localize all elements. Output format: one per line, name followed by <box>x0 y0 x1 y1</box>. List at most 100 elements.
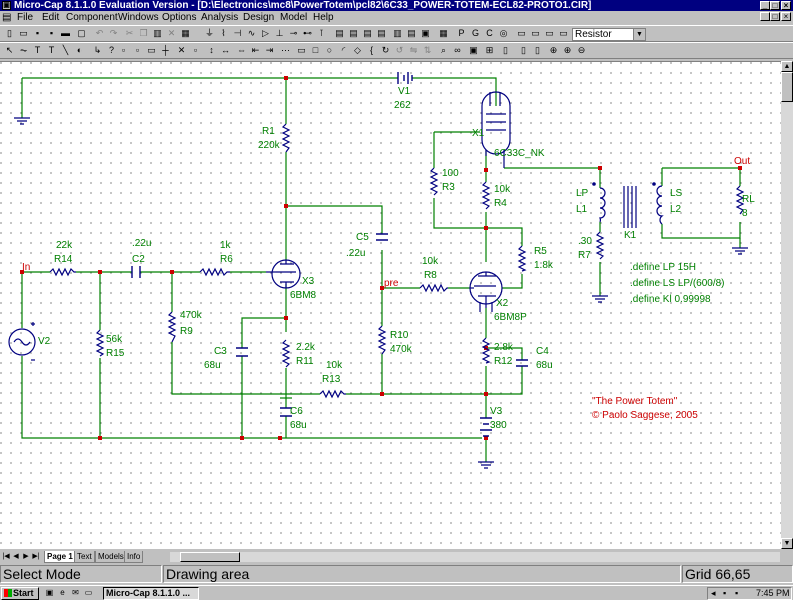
calculator-icon[interactable]: ▦ <box>439 28 448 38</box>
vertical-scrollbar[interactable]: ▲ ▼ <box>781 61 793 549</box>
dock-top-icon[interactable]: ▭ <box>559 28 568 38</box>
node-numbers-icon[interactable]: ▫ <box>193 45 198 55</box>
probe-g-icon[interactable]: G <box>471 28 479 38</box>
view-models-icon[interactable]: ▤ <box>363 28 372 38</box>
dock-right-icon[interactable]: ▭ <box>531 28 540 38</box>
paste-icon[interactable]: ▥ <box>153 28 162 38</box>
horizontal-scrollbar[interactable] <box>170 552 780 562</box>
schematic-canvas[interactable]: V1 262 R1 220k X1 6C33C_NK 100 R3 10k R4… <box>0 61 781 549</box>
mirror-h-icon[interactable]: ⇋ <box>409 45 418 55</box>
copy-icon[interactable]: ❐ <box>139 28 148 38</box>
prev-page-icon[interactable]: ◀ <box>13 553 19 560</box>
step-icon[interactable]: ⊞ <box>485 45 494 55</box>
print-icon[interactable]: ▬ <box>61 28 70 38</box>
arc-icon[interactable]: ◜ <box>341 45 346 55</box>
tab-models[interactable]: Models <box>95 551 127 563</box>
cross-icon[interactable]: ✕ <box>177 45 186 55</box>
vertical-scroll-thumb[interactable] <box>781 72 793 102</box>
view-info-icon[interactable]: ▤ <box>377 28 386 38</box>
cut-icon[interactable]: ✂ <box>125 28 134 38</box>
tab-page-1[interactable]: Page 1 <box>44 551 76 563</box>
probe-p-icon[interactable]: P <box>458 28 465 38</box>
view-text-icon[interactable]: ▤ <box>349 28 358 38</box>
mdi-restore-button[interactable]: □ <box>770 12 780 21</box>
taskbar-button-microcap[interactable]: Micro-Cap 8.1.1.0 ... <box>103 587 199 600</box>
scroll-up-icon[interactable]: ▲ <box>781 61 793 72</box>
save-icon[interactable]: ▪ <box>35 28 40 38</box>
delete-icon[interactable]: ✕ <box>167 28 176 38</box>
remove-page-icon[interactable]: ▯ <box>535 45 540 55</box>
chevron-down-icon[interactable]: ▼ <box>633 29 645 40</box>
find-component-icon[interactable]: ⌕ <box>440 45 447 55</box>
grid-icon[interactable]: ⋯ <box>281 45 290 55</box>
close-button[interactable]: × <box>781 1 791 10</box>
folder-icon[interactable]: ▭ <box>84 588 93 597</box>
binoculars-icon[interactable]: ∞ <box>454 45 461 55</box>
menu-analysis[interactable]: Analysis <box>201 12 239 23</box>
menu-file[interactable]: File <box>17 12 34 23</box>
text-box-icon[interactable]: ▭ <box>147 45 156 55</box>
zoom-fit-icon[interactable]: ⊕ <box>549 45 558 55</box>
mail-icon[interactable]: ✉ <box>72 588 79 597</box>
file-doc-icon[interactable]: ▤ <box>2 12 12 23</box>
component-combo[interactable]: Resistor ▼ <box>572 28 646 41</box>
nmos-icon[interactable]: ⊺ <box>319 28 324 38</box>
ground-icon[interactable]: ⏚ <box>204 28 214 38</box>
grid-text-icon[interactable]: ┼ <box>162 45 169 55</box>
shape-tool-icon[interactable]: ◐ <box>76 45 83 55</box>
help-tool-icon[interactable]: ? <box>108 45 114 55</box>
tile-horizontal-icon[interactable]: ▤ <box>407 28 416 38</box>
wire-tool-icon[interactable]: ⏦ <box>19 45 28 55</box>
menu-options[interactable]: Options <box>162 12 197 23</box>
scroll-down-icon[interactable]: ▼ <box>781 538 793 549</box>
menu-model[interactable]: Model <box>280 12 308 23</box>
battery-icon[interactable]: ⊥ <box>275 28 284 38</box>
capacitor-icon[interactable]: ⊣ <box>233 28 242 38</box>
menu-design[interactable]: Design <box>243 12 275 23</box>
desktop-icon[interactable]: ▣ <box>45 588 54 597</box>
open-file-icon[interactable]: ▭ <box>19 28 28 38</box>
menu-windows[interactable]: Windows <box>118 12 159 23</box>
flip-y-icon[interactable]: ↕ <box>209 45 214 55</box>
tab-text[interactable]: Text <box>74 551 95 563</box>
pin-tool-icon[interactable]: ↳ <box>93 45 102 55</box>
text-tool-icon[interactable]: T <box>34 45 41 55</box>
next-page-icon[interactable]: ▶ <box>23 553 29 560</box>
maximize-button[interactable]: □ <box>770 1 780 10</box>
select-arrow-icon[interactable]: ↖ <box>5 45 14 55</box>
line-tool-icon[interactable]: ╲ <box>62 45 69 55</box>
zoom-in-icon[interactable]: ⊕ <box>563 45 572 55</box>
tile-vertical-icon[interactable]: ▥ <box>393 28 402 38</box>
align-left-icon[interactable]: ⇤ <box>251 45 260 55</box>
text-tool2-icon[interactable]: T <box>48 45 55 55</box>
resistor-icon[interactable]: ⌇ <box>221 28 226 38</box>
new-file-icon[interactable]: ▯ <box>7 28 12 38</box>
flip-x-icon[interactable]: ↔ <box>221 45 230 55</box>
pnp-icon[interactable]: ⊷ <box>303 28 312 38</box>
minimize-button[interactable]: _ <box>760 1 770 10</box>
info-tool-icon[interactable]: ▫ <box>121 45 126 55</box>
align-right-icon[interactable]: ⇥ <box>265 45 274 55</box>
page-icon[interactable]: ▯ <box>503 45 508 55</box>
last-page-icon[interactable]: ▶| <box>32 553 40 560</box>
menu-component[interactable]: Component <box>66 12 118 23</box>
rotate-ccw-icon[interactable]: ↺ <box>395 45 404 55</box>
probe-c-icon[interactable]: C <box>486 28 493 38</box>
tray-app-icon[interactable]: ▪ <box>735 588 739 598</box>
inductor-icon[interactable]: ∿ <box>247 28 256 38</box>
menu-help[interactable]: Help <box>313 12 334 23</box>
find-icon[interactable]: ▢ <box>77 28 86 38</box>
mdi-close-button[interactable]: × <box>781 12 791 21</box>
mirror-icon[interactable]: ⇔ <box>237 45 246 55</box>
rotate-icon[interactable]: ↻ <box>381 45 390 55</box>
rect-icon[interactable]: ▭ <box>297 45 306 55</box>
menu-edit[interactable]: Edit <box>42 12 60 23</box>
first-page-icon[interactable]: |◀ <box>2 553 10 560</box>
mirror-v-icon[interactable]: ⇅ <box>423 45 432 55</box>
save-all-icon[interactable]: ▪ <box>49 28 54 38</box>
diamond-icon[interactable]: ◇ <box>354 45 361 55</box>
add-page-icon[interactable]: ▯ <box>521 45 526 55</box>
attribute-tool-icon[interactable]: ▫ <box>135 45 140 55</box>
dock-left-icon[interactable]: ▭ <box>517 28 526 38</box>
cascade-icon[interactable]: ▣ <box>421 28 430 38</box>
